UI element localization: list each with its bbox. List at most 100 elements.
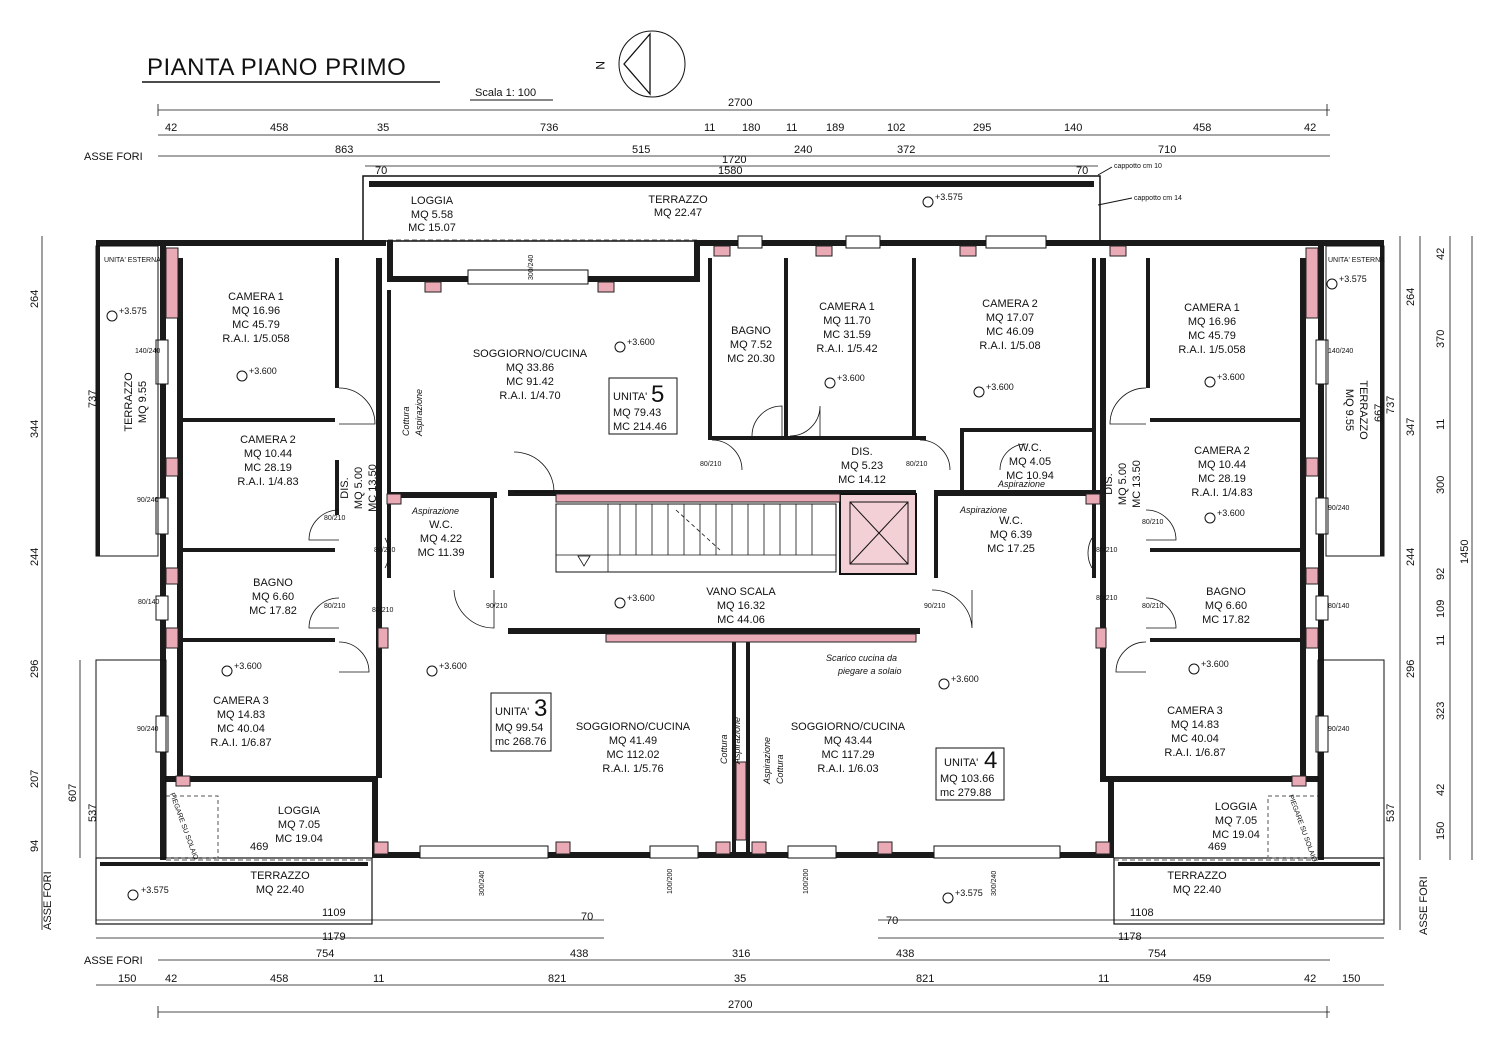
svg-text:264: 264 [29,290,41,308]
svg-text:UNITA': UNITA' [944,757,978,769]
svg-text:MC 31.59: MC 31.59 [823,329,871,341]
svg-text:Cottura: Cottura [401,406,411,436]
aspirazione-wc-middle: Aspirazione [997,479,1045,489]
svg-text:537: 537 [87,804,99,822]
svg-text:TERRAZZO: TERRAZZO [1167,870,1227,882]
svg-text:1109: 1109 [322,907,346,919]
svg-text:347: 347 [1405,418,1417,436]
svg-text:5: 5 [651,381,665,408]
svg-text:42: 42 [1304,122,1316,134]
svg-text:94: 94 [29,840,41,852]
svg-text:W.C.: W.C. [999,515,1023,527]
note-cappotto-14: cappotto cm 14 [1134,195,1182,202]
svg-text:80/210: 80/210 [1142,603,1164,610]
svg-text:438: 438 [896,948,914,960]
svg-text:109: 109 [1435,600,1447,618]
svg-text:737: 737 [87,390,99,408]
svg-text:80/210: 80/210 [700,461,722,468]
svg-text:MQ 79.43: MQ 79.43 [613,407,661,419]
svg-text:42: 42 [165,122,177,134]
svg-text:+3.600: +3.600 [1201,659,1229,669]
svg-text:180: 180 [742,122,760,134]
svg-text:140/240: 140/240 [1328,348,1353,355]
svg-text:372: 372 [897,144,915,156]
axis-label-right: ASSE FORI [1418,876,1430,935]
room-dis-west: DIS. MQ 5.00 MC 13.50 [339,464,379,512]
svg-text:+3.600: +3.600 [234,661,262,671]
svg-text:2700: 2700 [728,97,752,109]
svg-text:100/200: 100/200 [667,869,674,894]
svg-text:+3.600: +3.600 [951,674,979,684]
svg-text:MQ 6.60: MQ 6.60 [252,591,294,603]
svg-text:MQ 22.40: MQ 22.40 [1173,884,1221,896]
room-wc-east: W.C. MQ 6.39 MC 17.25 [987,515,1035,555]
svg-text:BAGNO: BAGNO [731,325,771,337]
svg-text:MC 40.04: MC 40.04 [217,723,265,735]
svg-text:90/240: 90/240 [137,726,159,733]
interior-walls [177,258,1306,856]
svg-text:537: 537 [1385,804,1397,822]
svg-text:LOGGIA: LOGGIA [1215,801,1258,813]
svg-text:MQ 14.83: MQ 14.83 [217,709,265,721]
svg-text:MC 28.19: MC 28.19 [244,462,292,474]
svg-text:11: 11 [373,973,384,985]
svg-text:80/210: 80/210 [324,515,346,522]
svg-text:Aspirazione: Aspirazione [762,737,772,785]
room-loggia-southwest: LOGGIA MQ 7.05 MC 19.04 [275,805,323,845]
svg-text:754: 754 [316,948,334,960]
svg-text:863: 863 [335,144,353,156]
svg-text:70: 70 [581,911,593,923]
svg-text:Cottura: Cottura [775,754,785,784]
svg-text:MQ 10.44: MQ 10.44 [1198,459,1246,471]
svg-text:CAMERA 1: CAMERA 1 [1184,302,1240,314]
svg-text:MQ 41.49: MQ 41.49 [609,735,657,747]
svg-text:80/140: 80/140 [138,599,160,606]
svg-text:TERRAZZO: TERRAZZO [123,372,135,432]
svg-text:458: 458 [270,122,288,134]
svg-text:207: 207 [29,770,41,788]
svg-text:W.C.: W.C. [429,519,453,531]
svg-text:469: 469 [250,841,268,853]
plan-title: PIANTA PIANO PRIMO [147,54,406,81]
svg-text:323: 323 [1435,702,1447,720]
svg-text:MQ 16.96: MQ 16.96 [1188,316,1236,328]
svg-text:458: 458 [270,973,288,985]
svg-text:MC 44.06: MC 44.06 [717,614,765,626]
svg-text:CAMERA 1: CAMERA 1 [819,301,875,313]
svg-text:300/240: 300/240 [479,871,486,896]
svg-text:80/210: 80/210 [374,547,396,554]
svg-text:1108: 1108 [1130,907,1154,919]
svg-text:300: 300 [1435,476,1447,494]
svg-text:+3.600: +3.600 [627,337,655,347]
room-dis-middle: DIS. MQ 5.23 MC 14.12 [838,446,886,486]
room-camera2-east: CAMERA 2 MQ 10.44 MC 28.19 R.A.I. 1/4.83 [1191,445,1252,499]
svg-text:R.A.I. 1/4.83: R.A.I. 1/4.83 [237,476,298,488]
svg-text:11: 11 [1435,419,1447,430]
svg-text:MC 11.39: MC 11.39 [418,547,465,559]
svg-text:TERRAZZO: TERRAZZO [1357,380,1369,440]
svg-text:+3.575: +3.575 [119,306,147,316]
room-terrazzo-east: TERRAZZO MQ 9.55 [1343,380,1369,440]
scale-label: Scala 1: 100 [475,87,536,99]
room-camera1-east: CAMERA 1 MQ 16.96 MC 45.79 R.A.I. 1/5.05… [1178,302,1245,356]
top-dimension-total: 2700 [157,97,1330,116]
svg-text:821: 821 [548,973,566,985]
svg-text:150: 150 [1435,822,1447,840]
svg-text:+3.575: +3.575 [1339,274,1367,284]
aspirazione-wc-east: Aspirazione [959,505,1007,515]
svg-text:MQ 9.55: MQ 9.55 [1343,389,1355,431]
room-bagno-east: BAGNO MQ 6.60 MC 17.82 [1202,586,1250,626]
svg-text:R.A.I. 1/5.058: R.A.I. 1/5.058 [222,333,289,345]
unit-5-box: UNITA' 5 MQ 79.43 MC 214.46 [608,377,678,435]
svg-text:MQ 33.86: MQ 33.86 [506,362,554,374]
svg-text:140/240: 140/240 [135,348,160,355]
svg-text:MQ 5.58: MQ 5.58 [411,209,453,221]
svg-text:CAMERA 1: CAMERA 1 [228,291,284,303]
svg-text:BAGNO: BAGNO [253,577,293,589]
svg-text:100/200: 100/200 [803,869,810,894]
svg-text:150: 150 [118,973,136,985]
svg-text:mc 279.88: mc 279.88 [940,787,991,799]
left-dimensions: 264 737 344 244 296 607 207 537 94 ASSE … [29,236,99,930]
svg-text:42: 42 [165,973,177,985]
room-terrazzo-west: TERRAZZO MQ 9.55 [123,372,149,432]
